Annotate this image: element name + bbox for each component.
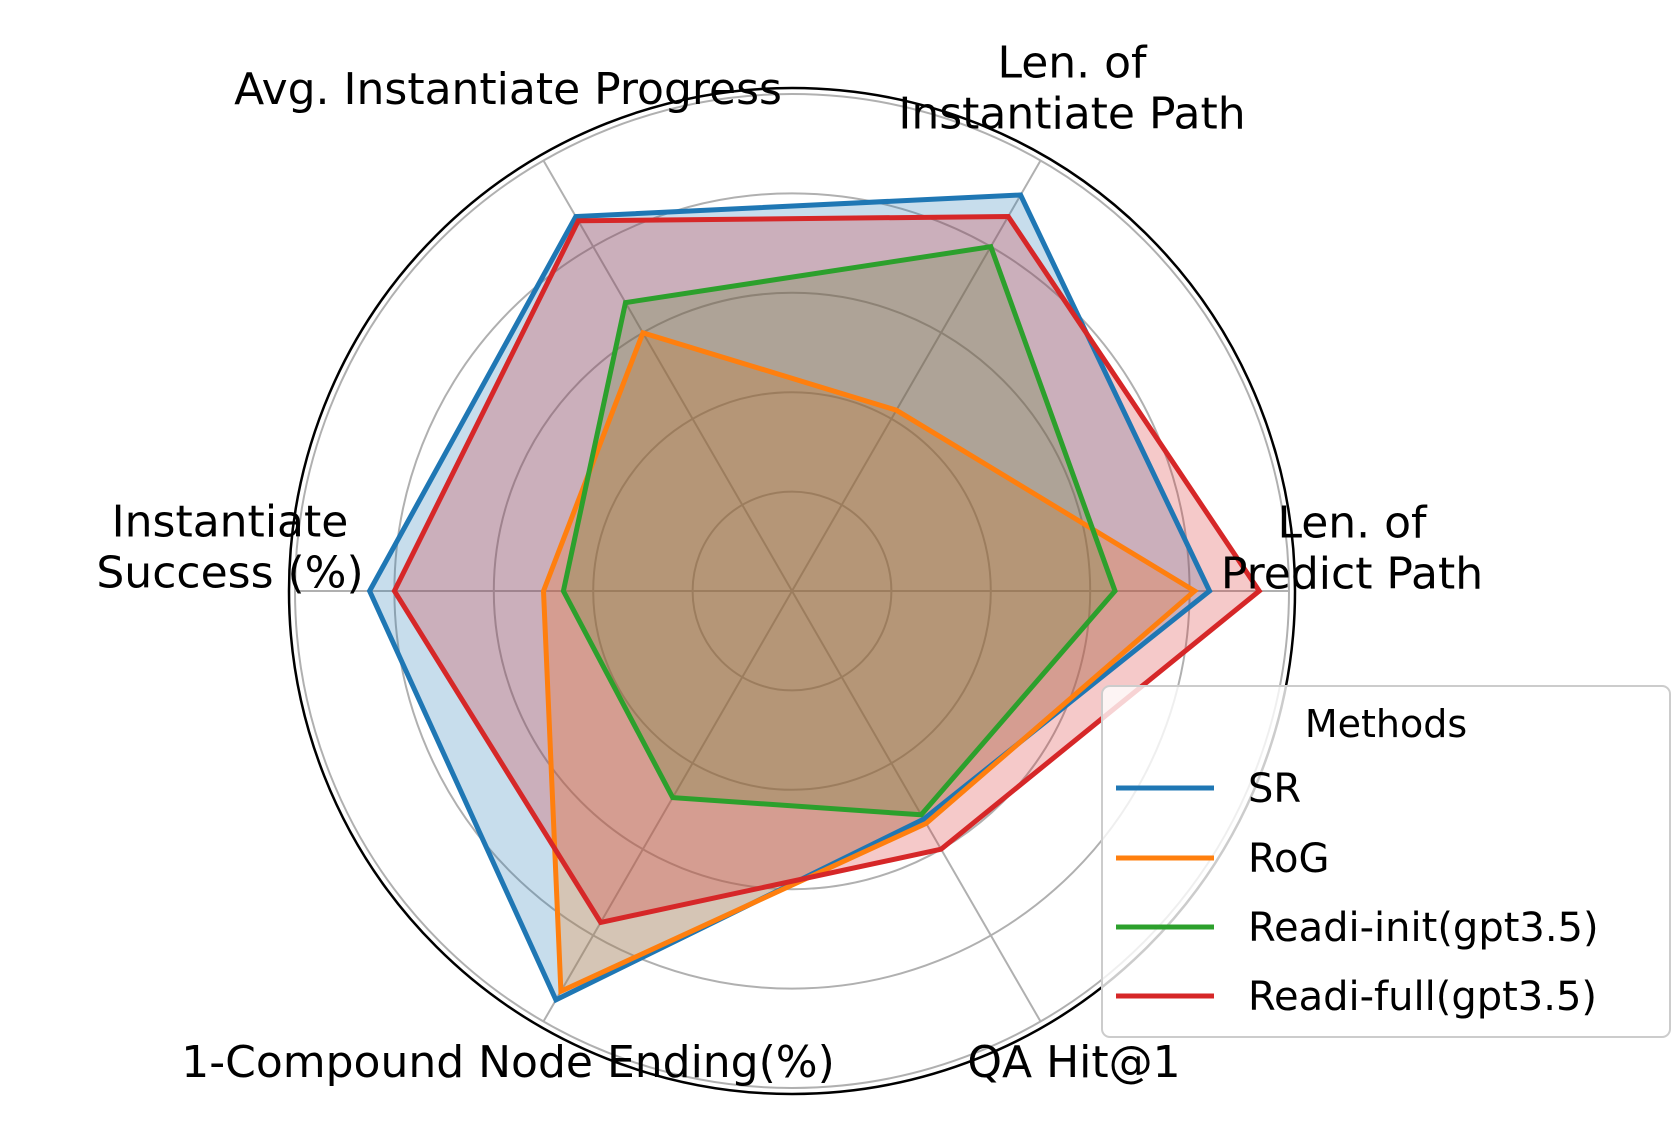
legend-box <box>1101 685 1671 1038</box>
grid-spoke-3 <box>542 160 793 592</box>
axis-label-6: QA Hit@1 <box>967 1037 1180 1088</box>
legend-title: Methods <box>1305 702 1467 746</box>
legend-label-1[interactable]: SR <box>1248 766 1301 812</box>
axis-label-3: Avg. Instantiate Progress <box>234 64 782 115</box>
series-fill-1 <box>369 195 1210 1000</box>
legend-label-4[interactable]: Readi-full(gpt3.5) <box>1248 974 1597 1020</box>
polar-frame <box>287 86 1297 1096</box>
series-layer <box>366 192 1263 1004</box>
grid-spoke-6 <box>791 590 1042 1022</box>
series-line-1 <box>366 192 1213 1004</box>
series-fill-3 <box>563 246 1115 815</box>
series-line-3 <box>560 243 1118 818</box>
legend-label-2[interactable]: RoG <box>1248 836 1329 882</box>
series-line-4 <box>391 213 1263 926</box>
axis-label-5: 1-Compound Node Ending(%) <box>181 1037 835 1088</box>
series-line-2 <box>540 329 1199 996</box>
grid-spoke-5 <box>542 590 793 1022</box>
grid-spoke-2 <box>791 160 1042 592</box>
legend-label-3[interactable]: Readi-init(gpt3.5) <box>1248 905 1599 951</box>
series-fill-2 <box>543 332 1195 992</box>
